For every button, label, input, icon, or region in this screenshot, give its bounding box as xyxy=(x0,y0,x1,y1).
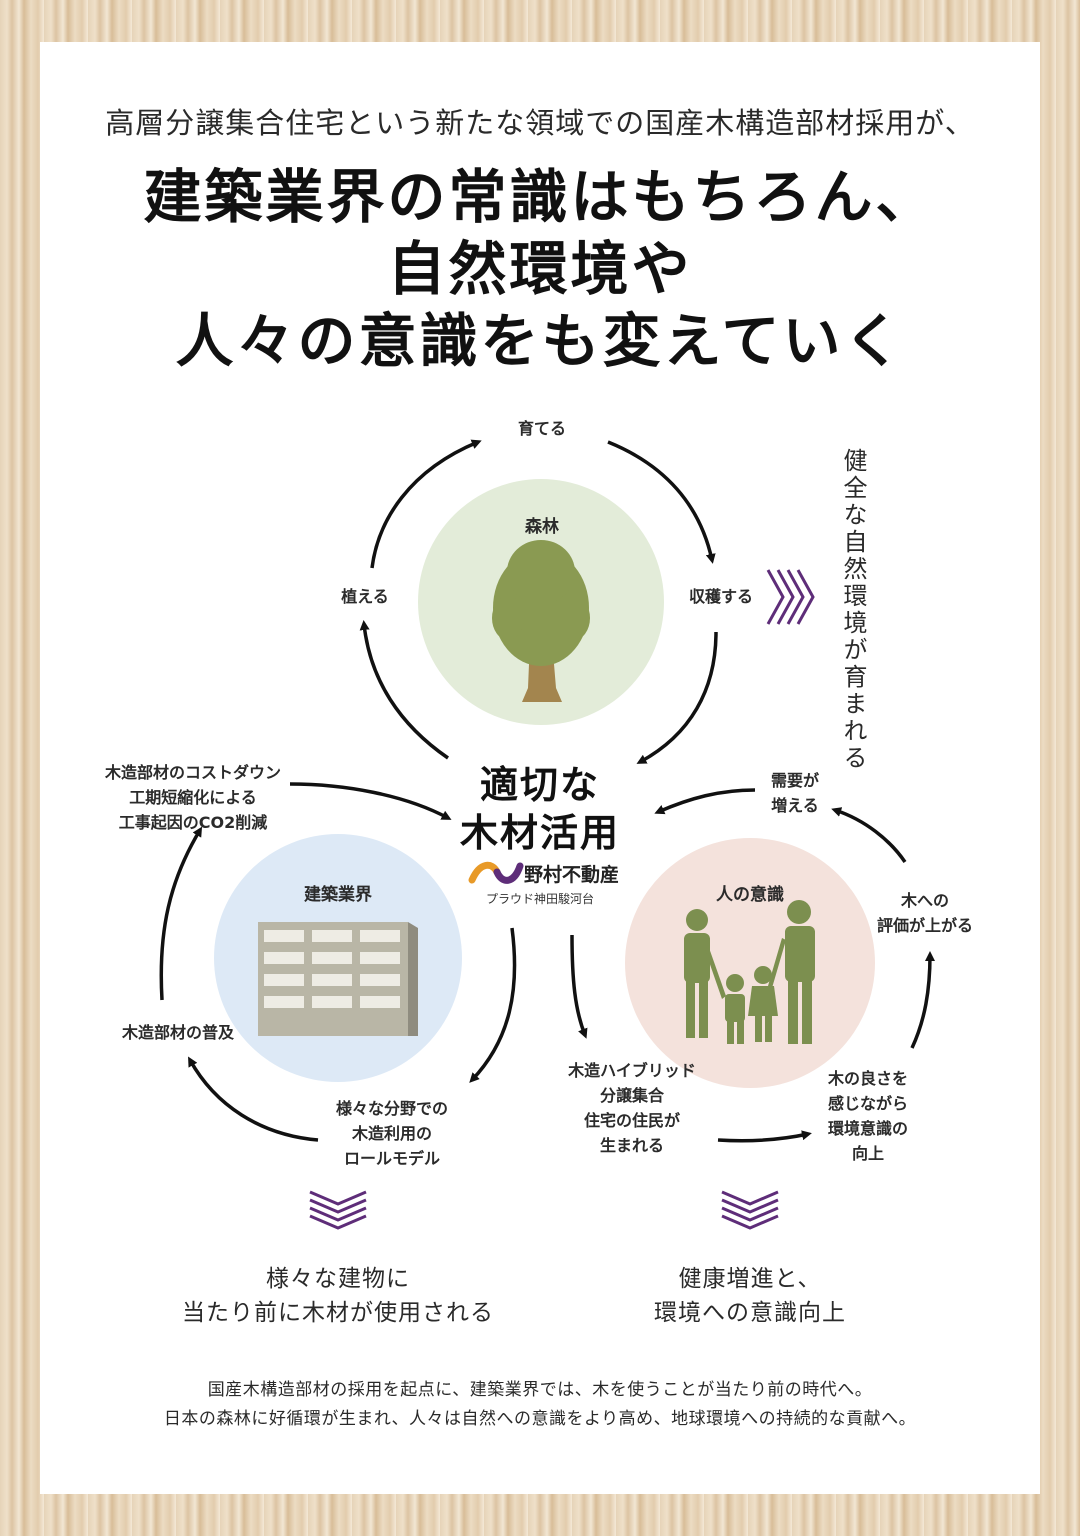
forest-title: 森林 xyxy=(525,517,559,537)
people-title: 人の意識 xyxy=(716,885,784,905)
headline-line-1: 建築業界の常識はもちろん、 xyxy=(143,163,937,231)
building-cycle-arrows xyxy=(159,782,517,1142)
center-title-line-2: 木材活用 xyxy=(459,810,620,855)
content-card xyxy=(40,42,1040,1494)
label-evaluation: 木への 評価が上がる xyxy=(876,891,973,935)
label-demand: 需要が 増える xyxy=(770,771,819,815)
label-cost-down: 木造部材のコストダウン 工期短縮化による 工事起因のCO2削減 xyxy=(104,763,281,832)
logo-name: 野村不動産 xyxy=(524,864,620,886)
result-people: 健康増進と、 環境への意識向上 xyxy=(654,1266,846,1326)
label-plant: 植える xyxy=(341,587,389,606)
intro-text: 高層分譲集合住宅という新たな領域での国産木構造部材採用が、 xyxy=(105,106,975,140)
chevron-down-icon-building xyxy=(309,1190,367,1230)
building-title: 建築業界 xyxy=(304,885,372,905)
chevron-right-icon xyxy=(766,569,815,625)
headline-line-3: 人々の意識をも変えていく xyxy=(175,307,905,375)
label-grow: 育てる xyxy=(517,419,566,438)
wave-logo-icon xyxy=(468,861,524,884)
tree-icon xyxy=(492,540,590,702)
logo-subtitle: プラウド神田駿河台 xyxy=(485,892,594,906)
forest-cycle-arrows xyxy=(359,439,718,764)
label-residents: 木造ハイブリッド 分譲集合 住宅の住民が 生まれる xyxy=(568,1061,696,1155)
people-cycle-arrows xyxy=(570,788,935,1143)
chevron-down-icon-people xyxy=(721,1190,779,1230)
label-spread: 木造部材の普及 xyxy=(121,1023,234,1042)
family-icon xyxy=(684,900,815,1044)
headline-line-2: 自然環境や xyxy=(387,235,693,303)
label-harvest: 収穫する xyxy=(688,587,753,606)
label-awareness: 木の良さを 感じながら 環境意識の 向上 xyxy=(827,1069,908,1163)
result-building: 様々な建物に 当たり前に木材が使用される xyxy=(182,1266,494,1326)
side-text-nature: 健全な自然環境が育まれる xyxy=(839,448,867,772)
bottom-paragraph: 国産木構造部材の採用を起点に、建築業界では、木を使うことが当たり前の時代へ。 日… xyxy=(163,1380,917,1429)
building-icon xyxy=(258,922,418,1036)
people-circle xyxy=(625,838,875,1088)
center-title-line-1: 適切な xyxy=(479,762,600,807)
label-role-model: 様々な分野での 木造利用の ロールモデル xyxy=(335,1099,448,1168)
